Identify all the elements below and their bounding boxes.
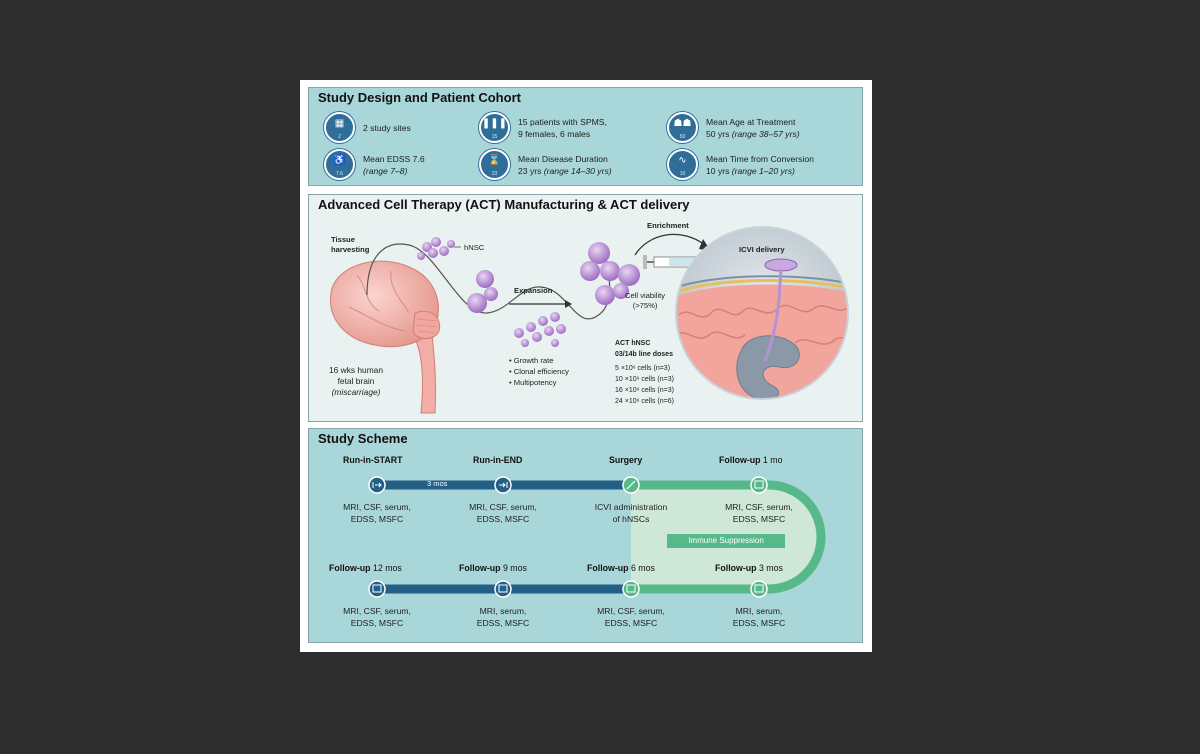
stat-label: Mean EDSS 7.6 [363,153,425,164]
manufacturing-illustration [330,226,849,414]
qc-list: • Growth rate • Clonal efficiency • Mult… [509,356,569,387]
milestone-desc: MRI, CSF, serum,EDSS, MSFC [725,502,793,524]
milestone-desc: MRI, serum,EDSS, MSFC [476,606,530,628]
study-scheme-title: Study Scheme [318,431,408,446]
stat-edss: ♿7.6 Mean EDSS 7.6 (range 7–8) [324,149,425,180]
stat-label: 2 study sites [363,122,411,133]
green-track [631,480,826,594]
stat-sites: ▦2 2 study sites [324,112,411,143]
hourglass-icon: ⌛23 [479,149,510,180]
milestone-surgery: Surgery [609,455,643,465]
dose-list: ACT hNSC 03/14b line doses 5 ×10⁶ cells … [615,340,674,405]
milestone-run-in-end: Run-in-END [473,455,523,465]
neurosphere-cells [467,270,498,313]
milestone-follow-up-9: Follow-up 9 mos [459,563,527,573]
calendar-icon [368,580,386,598]
manufacturing-panel: Advanced Cell Therapy (ACT) Manufacturin… [308,194,863,422]
stat-conversion: ∿10 Mean Time from Conversion 10 yrs (ra… [667,149,814,180]
calendar-icon [750,580,768,598]
stat-label: 15 patients with SPMS, [518,116,607,127]
process-line [366,243,611,320]
calendar-icon [622,580,640,598]
hnsc-label: hNSC [464,243,485,252]
milestone-desc: MRI, CSF, serum,EDSS, MSFC [469,502,537,524]
stat-patients: ❚❚❚15 15 patients with SPMS, 9 females, … [479,112,607,143]
wave-icon: ∿10 [667,149,698,180]
brain-stem [408,324,437,414]
figure: Study Design and Patient Cohort ▦2 2 stu… [300,80,872,652]
viability-label: Cell viability(>75%) [625,291,666,310]
family-age-icon: ☗☗50 [667,112,698,143]
milestone-follow-up-1: Follow-up 1 mo [719,455,783,465]
stat-label: Mean Age at Treatment [706,116,796,127]
start-icon [368,476,386,494]
milestone-desc: MRI, CSF, serum,EDSS, MSFC [343,502,411,524]
stat-label: Mean Time from Conversion [706,153,814,164]
enriched-cells [580,242,640,305]
walking-aid-icon: ♿7.6 [324,149,355,180]
milestone-desc: MRI, serum,EDSS, MSFC [732,606,786,628]
milestone-follow-up-6: Follow-up 6 mos [587,563,655,573]
stat-range: (range 7–8) [363,165,408,176]
syringe-node-icon [622,476,640,494]
milestone-desc: MRI, CSF, serum,EDSS, MSFC [597,606,665,628]
stat-age: ☗☗50 Mean Age at Treatment 50 yrs (range… [667,112,800,143]
icvi-label: ICVI delivery [739,245,785,254]
immune-suppression-badge: Immune Suppression [667,534,785,548]
brain-inset [675,226,849,400]
enrichment-label: Enrichment [647,221,689,230]
milestone-desc: MRI, CSF, serum,EDSS, MSFC [343,606,411,628]
enrichment-arrow [634,233,706,256]
calendar-icon [750,476,768,494]
stat-range: (range 14–30 yrs) [543,165,612,176]
stat-detail: 50 yrs [706,128,730,139]
cerebellum [412,310,441,339]
stat-label: Mean Disease Duration [518,153,608,164]
stat-range: (range 1–20 yrs) [731,165,795,176]
hnsc-cells [417,237,461,260]
stat-detail: 23 yrs [518,165,542,176]
interval-label: 3 mos [427,479,448,488]
patients-icon: ❚❚❚15 [479,112,510,143]
fetal-brain-label: 16 wks human fetal brain (miscarriage) [329,365,383,397]
stat-detail: 9 females, 6 males [518,128,591,139]
end-icon [494,476,512,494]
stat-duration: ⌛23 Mean Disease Duration 23 yrs (range … [479,149,612,180]
expansion-label: Expansion [514,286,553,295]
calendar-icon [494,580,512,598]
stat-detail: 10 yrs [706,165,730,176]
cohort-panel: Study Design and Patient Cohort ▦2 2 stu… [308,87,863,186]
expansion-cells [514,312,566,347]
study-scheme-panel: Study Scheme 3 mos Immune Suppression Ru… [308,428,863,643]
milestone-run-in-start: Run-in-START [343,455,403,465]
manufacturing-title: Advanced Cell Therapy (ACT) Manufacturin… [318,197,690,212]
hospital-icon: ▦2 [324,112,355,143]
cohort-title: Study Design and Patient Cohort [318,90,521,105]
milestone-follow-up-3: Follow-up 3 mos [715,563,783,573]
milestone-follow-up-12: Follow-up 12 mos [329,563,402,573]
stat-range: (range 38–57 yrs) [731,128,800,139]
